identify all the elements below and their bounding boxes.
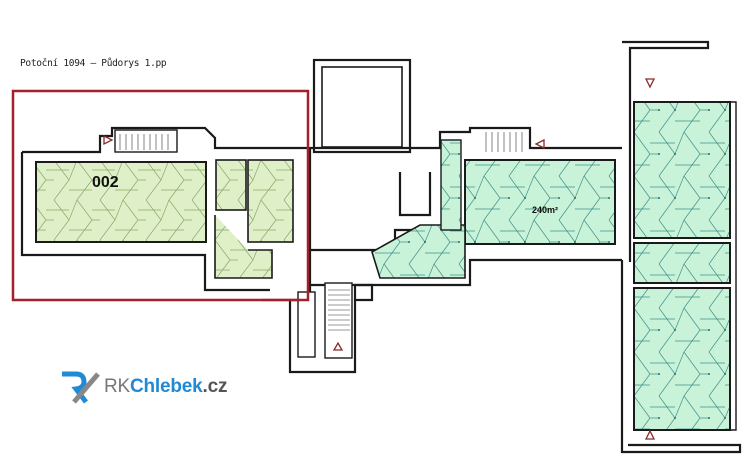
stair-treads [119,132,523,331]
plan-title: Potoční 1094 – Půdorys 1.pp [20,58,167,69]
area-label: 240m² [532,205,559,215]
walls [20,40,742,454]
logo-text: RKChlebek.cz [104,376,227,398]
entrance-arrow-icons [103,78,656,440]
logo-rk: RK [104,376,130,397]
logo-name: Chlebek [130,376,203,397]
unit-number-label: 002 [92,174,119,191]
company-logo[interactable]: RKChlebek.cz [60,370,227,404]
rk-logo-icon [62,371,100,404]
logo-tld: .cz [202,376,228,397]
highlight-frame [11,89,310,302]
